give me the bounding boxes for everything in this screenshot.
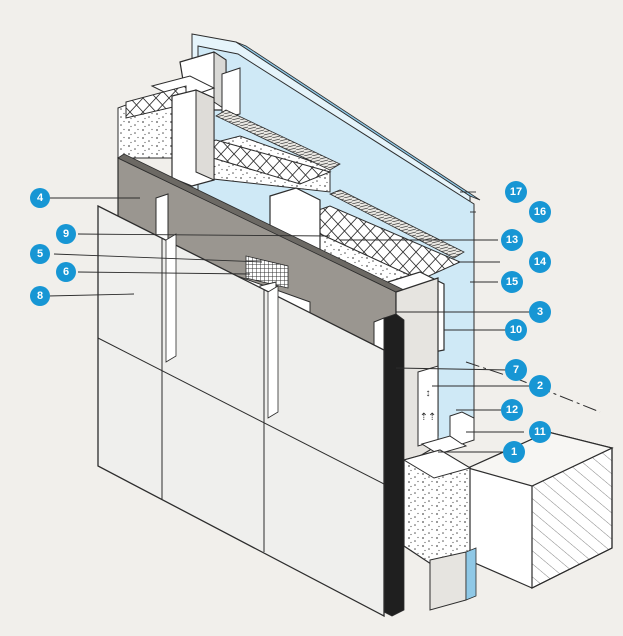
callout-13: 13 (501, 229, 523, 251)
side-board: ↕ ⇡⇡ (395, 277, 439, 472)
svg-text:1: 1 (511, 446, 517, 458)
callout-9: 9 (56, 224, 76, 244)
lower-wall (402, 449, 477, 611)
leader-lines (47, 191, 530, 453)
svg-text:⇡⇡: ⇡⇡ (420, 412, 437, 423)
wood-fibre-board (215, 109, 465, 259)
svg-text:17: 17 (510, 186, 522, 198)
svg-text:12: 12 (506, 404, 518, 416)
svg-text:↕: ↕ (426, 388, 431, 399)
svg-text:2: 2 (537, 380, 543, 392)
callout-10: 10 (505, 319, 527, 341)
callout-12: 12 (501, 399, 523, 421)
svg-text:15: 15 (506, 276, 518, 288)
svg-text:4: 4 (37, 192, 44, 204)
concrete-slab (465, 361, 614, 589)
callout-1: 1 (503, 441, 525, 463)
svg-text:10: 10 (510, 324, 522, 336)
svg-text:5: 5 (37, 248, 43, 260)
cladding-panels (97, 204, 385, 618)
callout-8: 8 (30, 286, 50, 306)
callout-15: 15 (501, 271, 523, 293)
svg-text:8: 8 (37, 290, 43, 302)
callout-17: 17 (505, 181, 527, 203)
svg-text:7: 7 (513, 364, 519, 376)
callout-5: 5 (30, 244, 50, 264)
callout-markers: 4 9 5 6 8 17 16 13 14 15 3 10 7 2 12 11 … (30, 181, 551, 463)
base-bracket (420, 411, 475, 455)
svg-text:13: 13 (506, 234, 518, 246)
callout-3: 3 (529, 301, 551, 323)
callout-2: 2 (529, 375, 551, 397)
svg-text:11: 11 (534, 426, 546, 438)
svg-text:9: 9 (63, 228, 69, 240)
callout-7: 7 (505, 359, 527, 381)
timber-framing (150, 51, 241, 119)
svg-text:14: 14 (534, 256, 547, 268)
callout-6: 6 (56, 262, 76, 282)
svg-text:6: 6 (63, 266, 69, 278)
callout-14: 14 (529, 251, 551, 273)
callout-4: 4 (30, 188, 50, 208)
svg-text:16: 16 (534, 206, 546, 218)
svg-text:3: 3 (537, 306, 543, 318)
callout-16: 16 (529, 201, 551, 223)
callout-11: 11 (529, 421, 551, 443)
